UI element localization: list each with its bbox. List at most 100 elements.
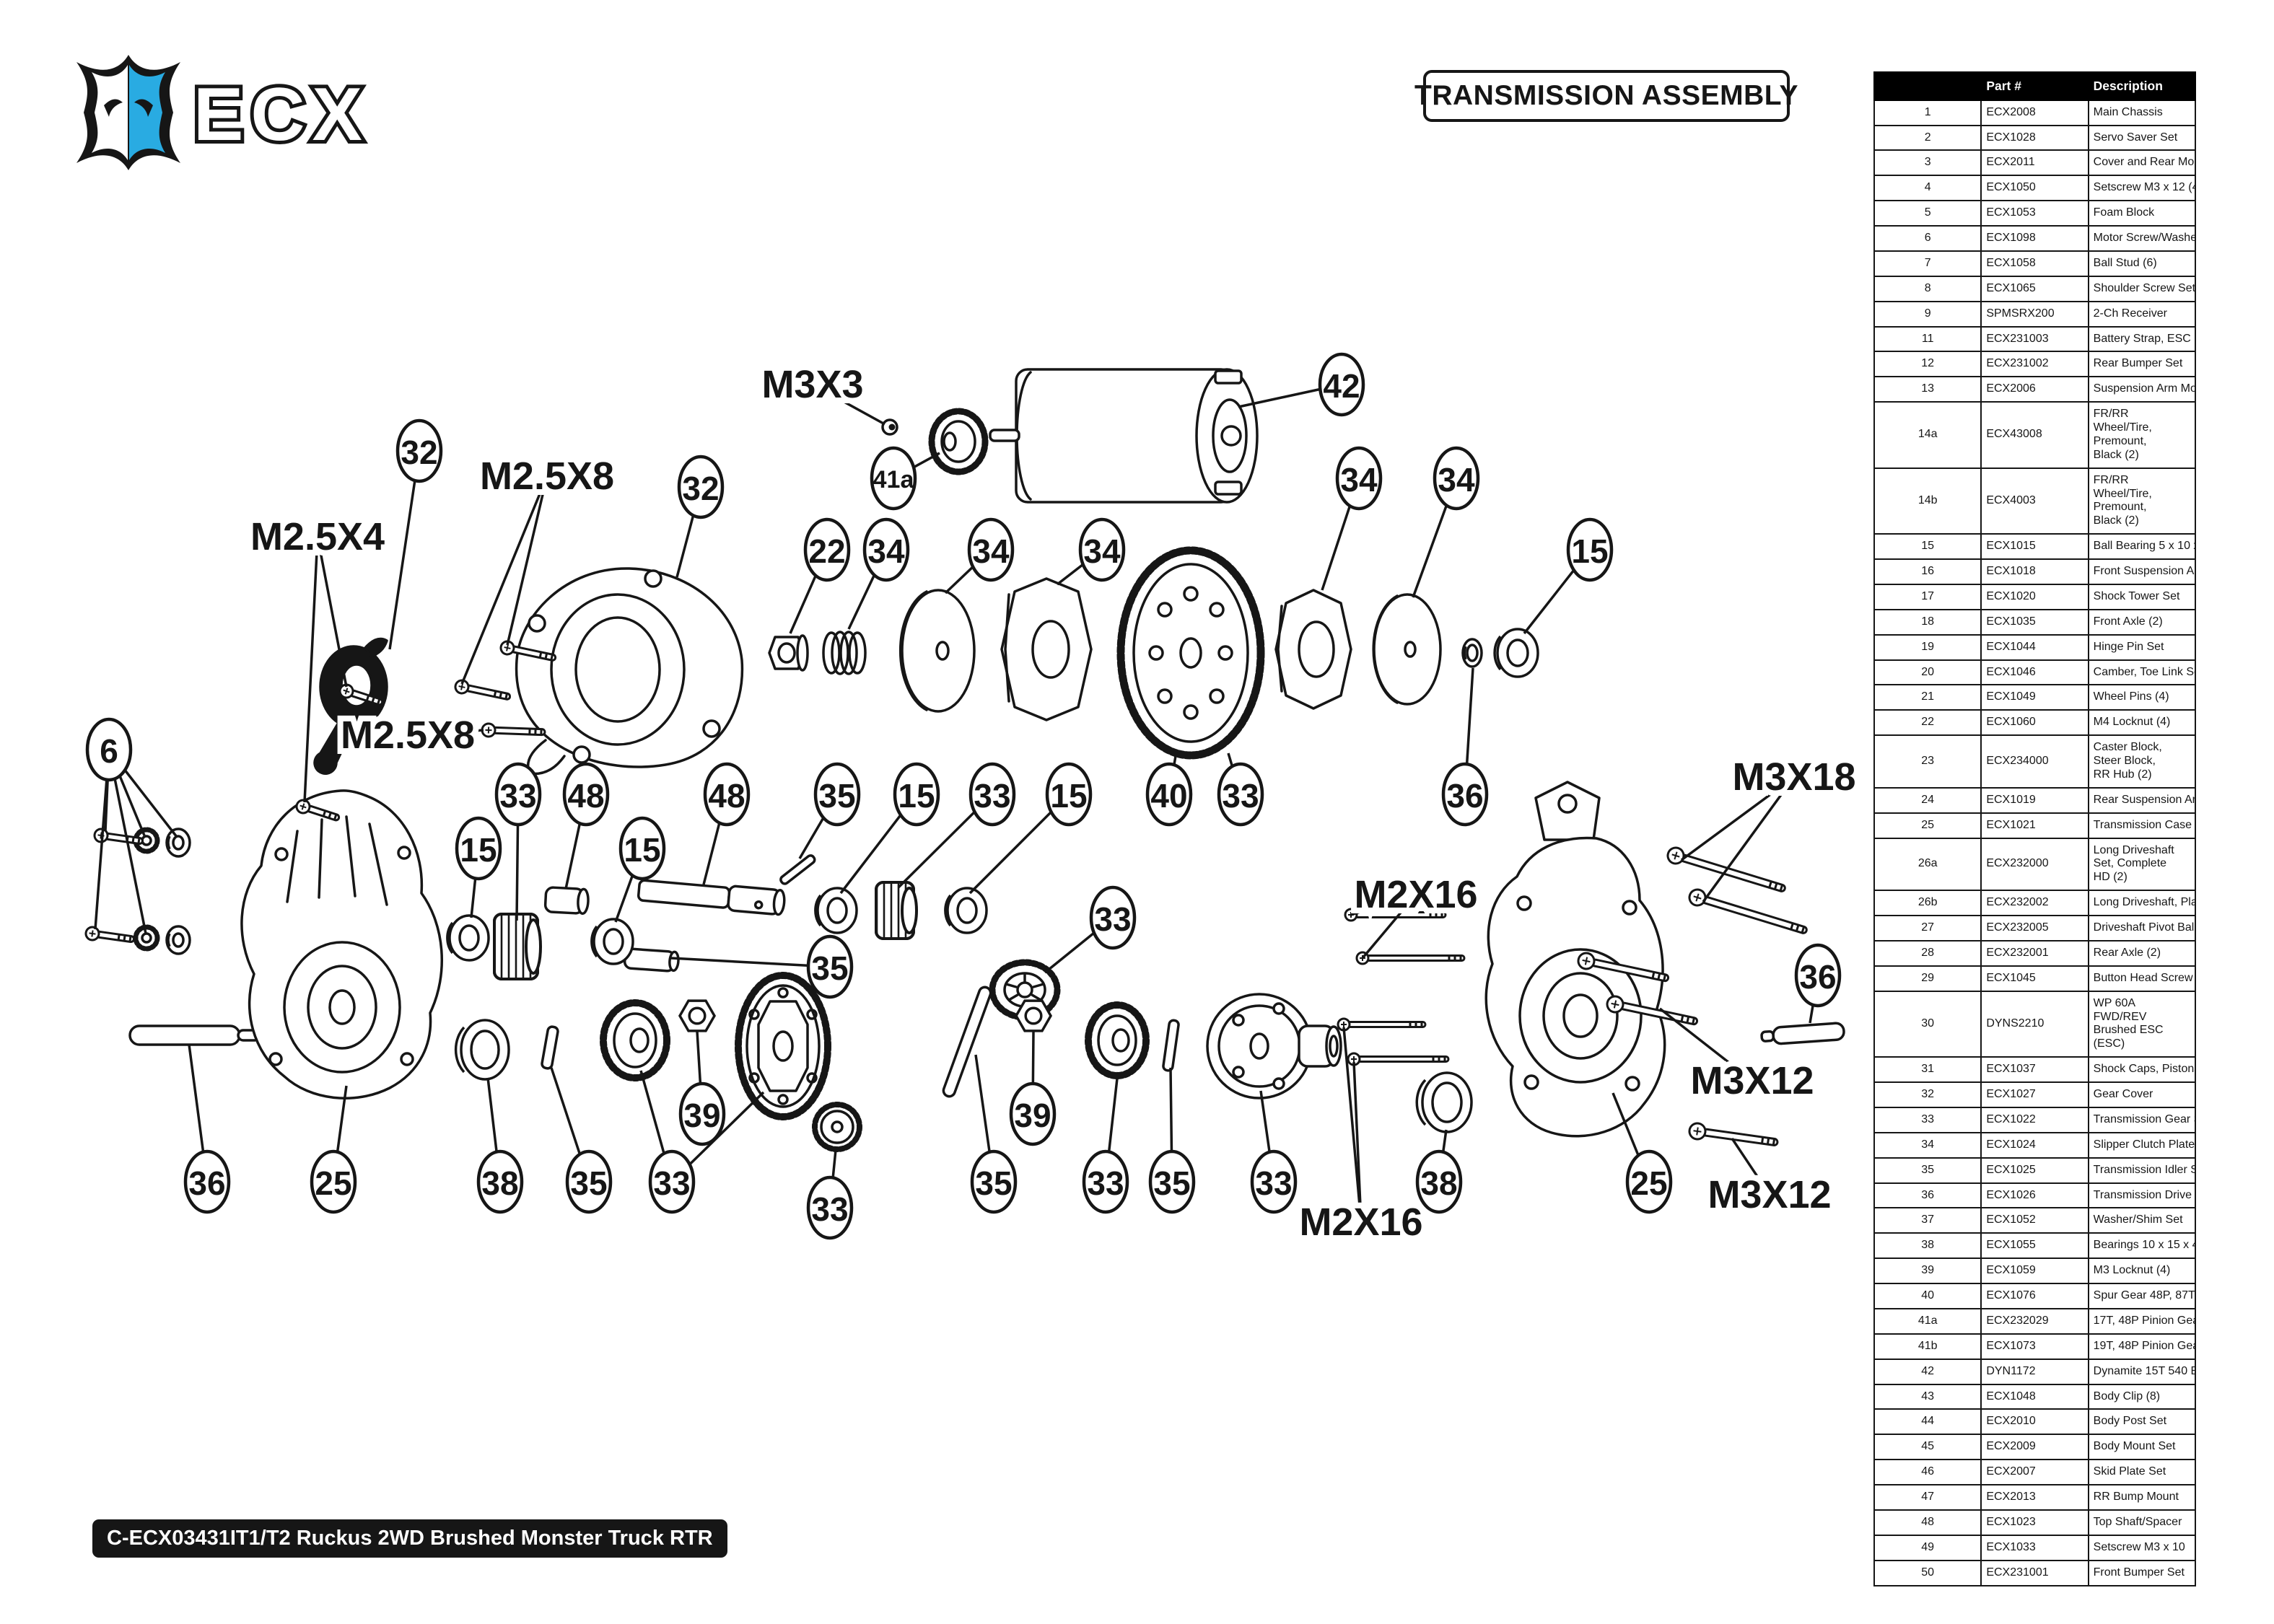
cell-description: Dynamite 15T 540 Brushed Motor xyxy=(2087,1358,2197,1385)
cell-description: Bearings 10 x 15 x 4mm (2) xyxy=(2087,1232,2197,1260)
part-slipper-disc-outer xyxy=(1372,593,1442,706)
cell-description: Spur Gear 48P, 87T xyxy=(2087,1283,2197,1309)
cell-description: Long Driveshaft, Plastic Only HD (2) xyxy=(2087,890,2197,917)
callout-number: 35 xyxy=(975,1164,1012,1202)
diagram-title-box: TRANSMISSION ASSEMBLY xyxy=(1414,70,1798,122)
label-leader-line xyxy=(1731,1138,1771,1195)
cell-description: Shock Caps, Pistons, Pivot Ball Set xyxy=(2087,1056,2197,1084)
part-bearing xyxy=(446,914,490,962)
fastener-size-label: M2X16 xyxy=(1299,1201,1422,1244)
callout-balloon: 39 xyxy=(678,1081,726,1146)
part-screw xyxy=(1606,995,1699,1026)
cell-item-number: 48 xyxy=(1873,1509,1982,1536)
cell-description: Wheel Pins (4) xyxy=(2087,684,2197,711)
cell-description: Hinge Pin Set xyxy=(2087,633,2197,661)
cell-description: Transmission Gear Set xyxy=(2087,1106,2197,1133)
cell-item-number: 8 xyxy=(1873,275,1982,302)
callout-number: 32 xyxy=(401,434,437,471)
part-top-shaft xyxy=(637,879,786,916)
callout-number: 36 xyxy=(1799,958,1836,996)
callout-balloon: 34 xyxy=(1078,517,1126,582)
header-num xyxy=(1873,71,1982,101)
cell-description: Front Bumper Set xyxy=(2087,1559,2197,1586)
callout-balloon: 34 xyxy=(967,517,1015,582)
callout-number: 35 xyxy=(818,777,855,815)
cell-description: Setscrew M3 x 10 xyxy=(2087,1534,2197,1561)
part-idler-pin xyxy=(779,854,816,885)
callout-number: 33 xyxy=(1222,777,1259,815)
cell-item-number: 26a xyxy=(1873,837,1982,892)
cell-item-number: 11 xyxy=(1873,325,1982,353)
part-screw xyxy=(1347,1052,1450,1066)
cell-part-number: ECX1053 xyxy=(1980,200,2089,227)
part-screw xyxy=(1688,888,1808,934)
cell-part-number: ECX1073 xyxy=(1980,1333,2089,1360)
callout-balloon: 32 xyxy=(395,418,443,483)
part-gear-barrel xyxy=(875,881,918,940)
callout-number: 35 xyxy=(570,1164,607,1202)
callout-balloon: 15 xyxy=(1566,517,1614,582)
callout-number: 33 xyxy=(653,1164,690,1202)
part-bearing xyxy=(944,887,988,934)
part-idler-shaft xyxy=(623,947,680,973)
callout-number: 39 xyxy=(1014,1097,1051,1134)
callout-balloon: 35 xyxy=(970,1149,1018,1214)
callout-balloon: 33 xyxy=(806,1175,854,1240)
callout-number: 40 xyxy=(1150,777,1187,815)
callout-balloon: 35 xyxy=(813,762,861,827)
cell-item-number: 3 xyxy=(1873,149,1982,177)
callout-balloon: 34 xyxy=(1335,446,1383,511)
label-leader-line xyxy=(1350,893,1417,916)
callout-number: 48 xyxy=(708,777,745,815)
callout-balloon: 38 xyxy=(476,1149,524,1214)
cell-description: Button Head Screw 2.5 x 4mm (8) xyxy=(2087,965,2197,992)
callout-number: 35 xyxy=(1153,1164,1190,1202)
cell-item-number: 6 xyxy=(1873,225,1982,252)
header-part-number: Part # xyxy=(1980,71,2089,101)
cell-description: Camber, Toe Link Set xyxy=(2087,659,2197,686)
callout-balloon: 34 xyxy=(1433,446,1480,511)
cell-part-number: ECX1058 xyxy=(1980,250,2089,277)
cell-item-number: 14b xyxy=(1873,467,1982,535)
cell-description: Front Axle (2) xyxy=(2087,608,2197,636)
cell-item-number: 34 xyxy=(1873,1131,1982,1159)
footer-model-bar: C-ECX03431IT1/T2 Ruckus 2WD Brushed Mons… xyxy=(92,1519,727,1558)
cell-item-number: 24 xyxy=(1873,786,1982,814)
cell-part-number: ECX2007 xyxy=(1980,1459,2089,1486)
part-locknut xyxy=(678,999,717,1032)
callout-balloon: 35 xyxy=(565,1149,613,1214)
cell-item-number: 1 xyxy=(1873,99,1982,126)
part-screw xyxy=(338,683,384,706)
cell-item-number: 15 xyxy=(1873,533,1982,561)
cell-description: M3 Locknut (4) xyxy=(2087,1257,2197,1285)
cell-item-number: 41b xyxy=(1873,1333,1982,1360)
cell-item-number: 41a xyxy=(1873,1307,1982,1335)
cell-item-number: 9 xyxy=(1873,300,1982,328)
callout-number: 42 xyxy=(1323,367,1360,405)
callout-number: 34 xyxy=(1340,461,1378,499)
callout-balloon: 6 xyxy=(85,717,133,782)
cell-part-number: ECX1055 xyxy=(1980,1232,2089,1260)
cell-part-number: ECX1045 xyxy=(1980,965,2089,992)
callout-number: 35 xyxy=(811,949,848,987)
cell-part-number: ECX231003 xyxy=(1980,325,2089,353)
cell-part-number: ECX1025 xyxy=(1980,1156,2089,1184)
cell-description: WP 60A FWD/REV Brushed ESC (ESC) xyxy=(2087,990,2197,1058)
callout-balloon: 39 xyxy=(1009,1081,1057,1146)
callout-number: 33 xyxy=(811,1190,848,1228)
cell-item-number: 26b xyxy=(1873,890,1982,917)
cell-part-number: ECX1037 xyxy=(1980,1056,2089,1084)
